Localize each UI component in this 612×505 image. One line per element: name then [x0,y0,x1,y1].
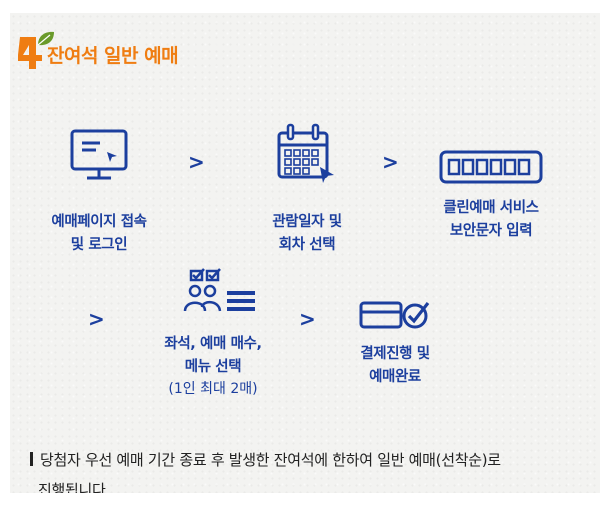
notice-text: 당첨자 우선 예매 기간 종료 후 발생한 잔여석에 한하여 일반 예매(선착순… [30,449,501,470]
section-header: 잔여석 일반 예매 [16,31,316,71]
next-arrow: > [188,150,205,174]
step-captcha: 클린예매 서비스 보안문자 입력 [416,149,566,243]
payment-done-icon [359,301,430,329]
calendar-icon [277,123,334,183]
notice-line1: 당첨자 우선 예매 기간 종료 후 발생한 잔여석에 한하여 일반 예매(선착순… [40,451,501,469]
step-label-line1: 좌석, 예매 매수, [164,336,262,352]
step-label-line1: 결제진행 및 [360,346,430,362]
notice-text-line2: 진행됩니다. [38,479,110,493]
step-label-line1: 클린예매 서비스 [443,200,539,216]
captcha-icon [439,150,543,184]
next-arrow: > [299,307,316,331]
step-label-line2: 예매완료 [369,369,421,385]
number-4-leaf-icon [18,31,54,69]
next-arrow: > [88,307,105,331]
monitor-icon [70,129,128,180]
content-panel: 잔여석 일반 예매 예매페이지 접속 및 로그인 > [10,13,600,493]
step-seat: 좌석, 예매 매수, 메뉴 선택 (1인 최대 2매) [138,267,288,399]
step-label-line1: 관람일자 및 [272,214,342,230]
step-label-line2: 회차 선택 [278,237,336,253]
notice-bullet-bar [30,452,33,466]
step-login: 예매페이지 접속 및 로그인 [24,125,174,257]
step-label-line2: 메뉴 선택 [184,359,242,375]
step-payment: 결제진행 및 예매완료 [320,297,470,389]
section-title: 잔여석 일반 예매 [47,45,179,67]
step-sublabel: (1인 최대 2매) [168,381,258,397]
step-date: 관람일자 및 회차 선택 [232,123,382,257]
notice-line2: 진행됩니다. [38,481,110,493]
step-label-line2: 보안문자 입력 [449,223,533,239]
step-label-line1: 예매페이지 접속 [51,214,147,230]
step-label-line2: 및 로그인 [70,237,128,253]
next-arrow: > [382,150,399,174]
seat-select-icon [183,268,255,312]
